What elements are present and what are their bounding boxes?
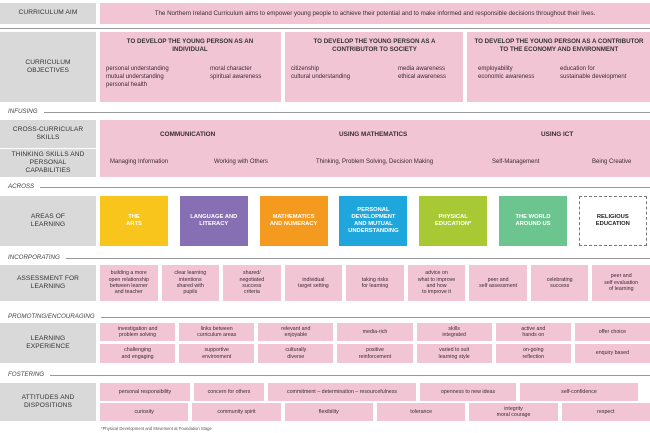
section-across: ACROSS	[0, 183, 41, 190]
learning-experience-item: culturally diverse	[258, 344, 334, 363]
learning-experience-item: varied to suit learning style	[416, 344, 492, 363]
thinking-skill: Being Creative	[592, 159, 632, 165]
learning-experience-item: supportive environment	[179, 344, 255, 363]
attitude-item: curiosity	[100, 403, 189, 421]
learning-experience-item: active and hands on	[495, 323, 571, 341]
objective-title: TO DEVELOP THE YOUNG PERSON AS A CONTRIB…	[474, 38, 644, 53]
attitude-item: personal responsibility	[100, 383, 190, 401]
learning-experience-item: positive reinforcement	[337, 344, 413, 363]
assessment-item: taking risks for learning	[346, 265, 404, 301]
assessment-item: peer and self assessment	[469, 265, 527, 301]
attitude-item: tolerance	[377, 403, 466, 421]
attitude-item: flexibility	[284, 403, 373, 421]
assessment-item: celebrating success	[530, 265, 589, 301]
objective-group-economy	[467, 32, 650, 102]
section-fostering: FOSTERING	[0, 371, 51, 378]
section-promoting: PROMOTING/ENCOURAGING	[0, 313, 101, 320]
learning-experience-item: media-rich	[337, 323, 413, 341]
divider	[0, 187, 650, 188]
assessment-item: clear learning intentions shared with pu…	[161, 265, 220, 301]
infusing-panel	[100, 120, 650, 177]
learning-experience-item: skills integrated	[416, 323, 492, 341]
attitude-item: concern for others	[194, 383, 264, 401]
area-of-learning-box: THE ARTS	[100, 196, 168, 246]
section-incorporating: INCORPORATING	[0, 254, 66, 261]
attitude-item: commitment – determination – resourceful…	[268, 383, 416, 401]
thinking-skills-label: THINKING SKILLS AND PERSONAL CAPABILITIE…	[0, 149, 96, 177]
areas-of-learning-label: AREAS OF LEARNING	[0, 196, 96, 246]
footnote: *Physical Development and Movement at Fo…	[101, 426, 212, 431]
divider	[0, 112, 650, 113]
area-of-learning-box: PHYSICAL EDUCATION*	[419, 196, 488, 246]
learning-experience-item: offer choice	[574, 323, 650, 341]
assessment-item: peer and self evaluation of learning	[592, 265, 650, 301]
learning-experience-label: LEARNING EXPERIENCE	[0, 323, 96, 363]
thinking-skill: Working with Others	[214, 159, 268, 165]
objective-group-society	[285, 32, 463, 102]
area-of-learning-box: RELIGIOUS EDUCATION	[578, 196, 647, 246]
area-of-learning-box: LANGUAGE AND LITERACY	[179, 196, 248, 246]
learning-experience-item: links between curriculum areas	[179, 323, 255, 341]
thinking-skill: Thinking, Problem Solving, Decision Maki…	[316, 159, 434, 165]
area-of-learning-box: THE WORLD AROUND US	[499, 196, 567, 246]
attitude-item: integrity moral courage	[469, 403, 558, 421]
divider	[0, 28, 650, 29]
assessment-item: advice on what to improve and how to imp…	[407, 265, 466, 301]
objective-items: employability economic awareness	[478, 66, 535, 80]
objective-title: TO DEVELOP THE YOUNG PERSON AS AN INDIVI…	[126, 38, 254, 53]
objective-items: media awareness ethical awareness	[398, 66, 447, 80]
objective-items: personal understanding mutual understand…	[106, 66, 169, 88]
area-of-learning-box: PERSONAL DEVELOPMENT AND MUTUAL UNDERSTA…	[339, 196, 408, 246]
divider	[0, 375, 650, 376]
learning-experience-item: challenging and engaging	[100, 344, 176, 363]
thinking-skill: Self-Management	[492, 159, 540, 165]
assessment-item: shared/ negotiated success criteria	[223, 265, 281, 301]
attitude-item: self-confidence	[520, 383, 638, 401]
curriculum-aim-text: The Northern Ireland Curriculum aims to …	[100, 3, 650, 24]
section-infusing: INFUSING	[0, 108, 44, 115]
attitude-item: openness to new ideas	[420, 383, 516, 401]
assessment-item: individual target setting	[284, 265, 343, 301]
objective-items: moral character spiritual awareness	[210, 66, 262, 80]
attitudes-dispositions-label: ATTITUDES AND DISPOSITIONS	[0, 383, 96, 421]
cross-skill-mathematics: USING MATHEMATICS	[339, 131, 408, 138]
learning-experience-item: relevant and enjoyable	[258, 323, 334, 341]
objective-title: TO DEVELOP THE YOUNG PERSON AS A CONTRIB…	[313, 38, 436, 53]
area-of-learning-box: MATHEMATICS AND NUMERACY	[259, 196, 328, 246]
curriculum-objectives-label: CURRICULUM OBJECTIVES	[0, 32, 96, 102]
learning-experience-item: enquiry based	[574, 344, 650, 363]
learning-experience-item: on-going reflection	[495, 344, 571, 363]
curriculum-aim-label: CURRICULUM AIM	[0, 3, 96, 24]
cross-curricular-label: CROSS-CURRICULAR SKILLS	[0, 120, 96, 148]
thinking-skill: Managing Information	[110, 159, 169, 165]
divider	[0, 317, 650, 318]
cross-skill-communication: COMMUNICATION	[160, 131, 216, 138]
learning-experience-item: investigation and problem solving	[100, 323, 176, 341]
objective-items: education for sustainable development	[560, 66, 627, 80]
cross-skill-ict: USING ICT	[541, 131, 574, 138]
objective-items: citizenship cultural understanding	[291, 66, 351, 80]
attitude-item: respect	[561, 403, 650, 421]
objective-group-individual	[100, 32, 281, 102]
assessment-for-learning-label: ASSESSMENT FOR LEARNING	[0, 265, 96, 301]
divider	[0, 258, 650, 259]
attitude-item: community spirit	[192, 403, 281, 421]
assessment-item: building a more open relationship betwee…	[100, 265, 158, 301]
